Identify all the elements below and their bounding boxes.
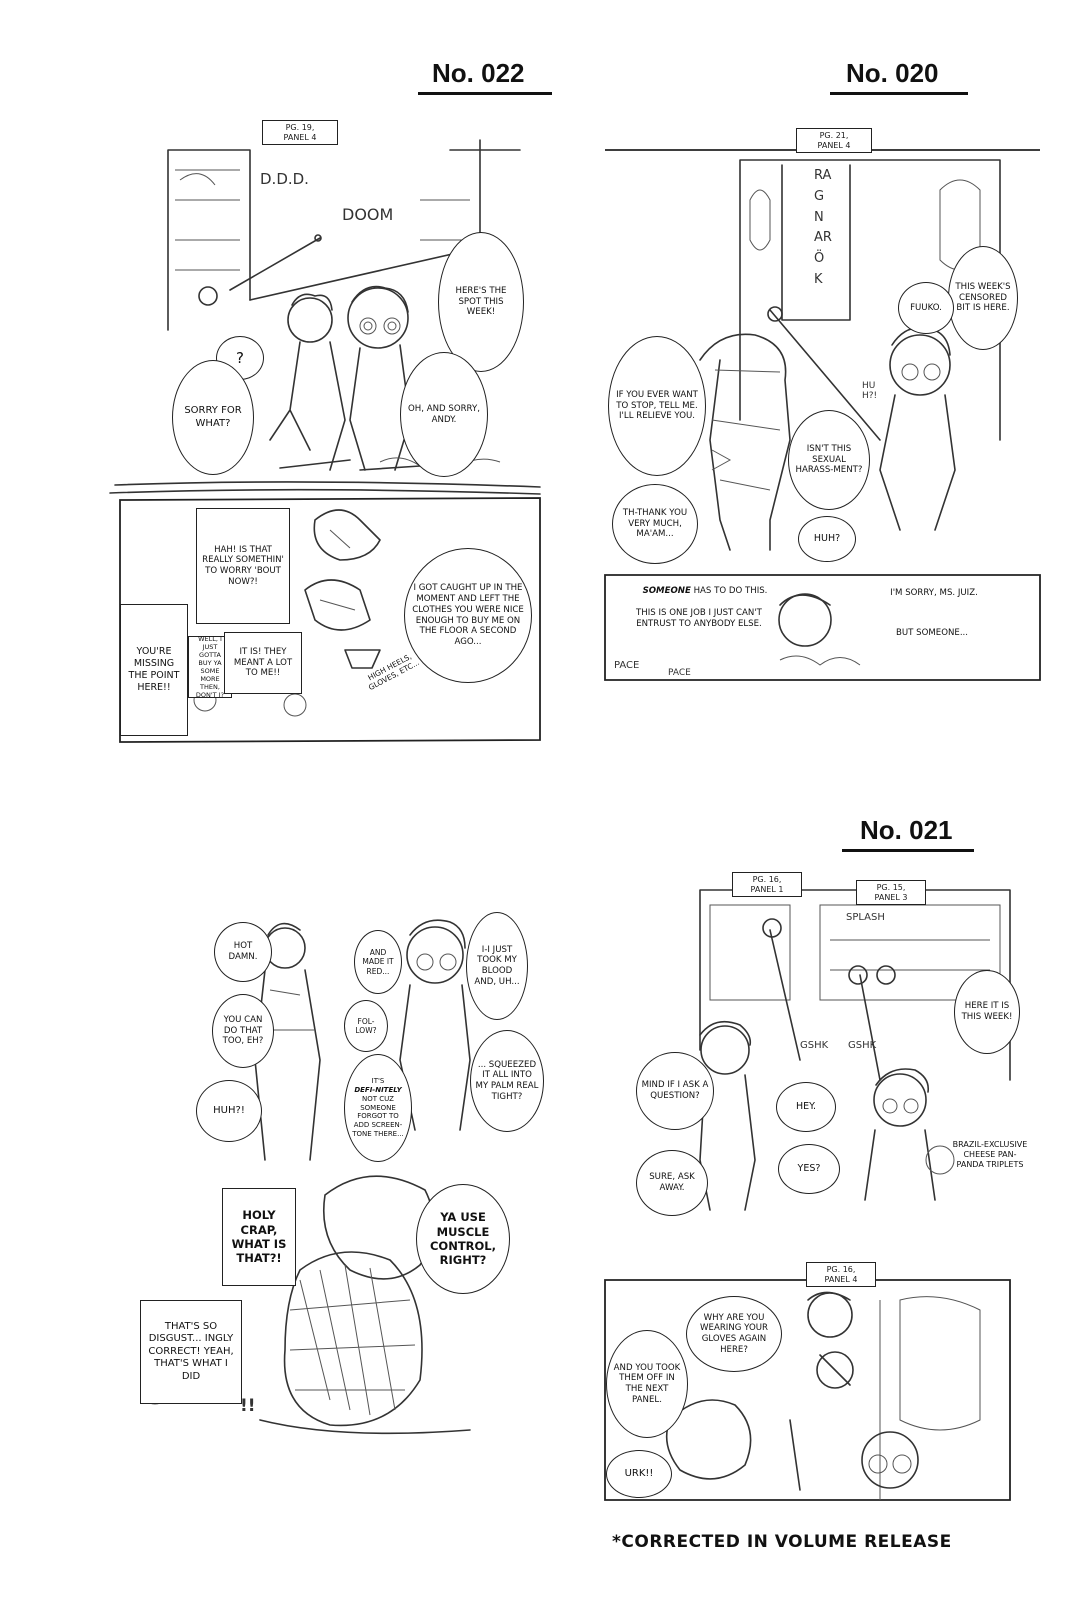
header-no-021: No. 021 — [860, 815, 953, 845]
bubble-hot-damn: HOT DAMN. — [214, 922, 272, 982]
sfx-doom: DOOM — [342, 205, 394, 224]
bubble-urk: URK!! — [606, 1450, 672, 1498]
bubble-sorry-andy: OH, AND SORRY, ANDY. — [400, 352, 488, 477]
header-rule-021 — [842, 849, 974, 852]
text-someone-has-to: SOMEONE HAS TO DO THIS. — [640, 586, 770, 597]
bubble-spot-this-week: HERE'S THE SPOT THIS WEEK! — [438, 232, 524, 372]
text-someone-rest: HAS TO DO THIS. — [690, 586, 768, 596]
bubble-took-them-off: AND YOU TOOK THEM OFF IN THE NEXT PANEL. — [606, 1330, 688, 1438]
footer-corrected-note: *CORRECTED IN VOLUME RELEASE — [612, 1532, 952, 1552]
text-one-job: THIS IS ONE JOB I JUST CAN'T ENTRUST TO … — [636, 608, 762, 629]
box-missing-point: YOU'RE MISSING THE POINT HERE!! — [120, 604, 188, 736]
bubble-follow: FOL-LOW? — [344, 1000, 388, 1052]
bubble-censored-bit: THIS WEEK'S CENSORED BIT IS HERE. — [948, 246, 1018, 350]
page-tag-020: PG. 21, PANEL 4 — [796, 128, 872, 154]
bubble-sure-ask-away: SURE, ASK AWAY. — [636, 1150, 708, 1216]
bubble-made-it-red: AND MADE IT RED... — [354, 930, 402, 994]
text-holy-crap: HOLY CRAP, WHAT IS THAT?! — [231, 1208, 287, 1266]
bubble-sorry-for-what: SORRY FOR WHAT? — [172, 360, 254, 475]
sfx-pace-2: PACE — [668, 668, 691, 678]
bubble-took-blood: I-I JUST TOOK MY BLOOD AND, UH... — [466, 912, 528, 1020]
text-disgustingly-correct: THAT'S SO DISGUST... INGLY CORRECT! YEAH… — [148, 1320, 234, 1382]
bubble-muscle-control: YA USE MUSCLE CONTROL, RIGHT? — [416, 1184, 510, 1294]
sfx-gshk-2: GSHK — [848, 1040, 877, 1051]
bubble-fuuko: FUUKO. — [898, 282, 954, 334]
header-rule-020 — [830, 92, 968, 95]
page-tag-022: PG. 19, PANEL 4 — [262, 120, 338, 146]
sfx-ddd: D.D.D. — [260, 170, 309, 188]
text-its: IT'S — [371, 1077, 385, 1086]
sfx-huh-vertical: HUH?! — [862, 381, 878, 401]
box-hah-worry: HAH! IS THAT REALLY SOMETHIN' TO WORRY '… — [196, 508, 290, 624]
sfx-gshk-1: GSHK — [800, 1040, 829, 1051]
sfx-exclaim: !! — [240, 1396, 256, 1416]
bubble-squeezed: ... SQUEEZED IT ALL INTO MY PALM REAL TI… — [470, 1030, 544, 1132]
box-disgustingly-correct: THAT'S SO DISGUST... INGLY CORRECT! YEAH… — [140, 1300, 242, 1404]
page-tag-021-c: PG. 16, PANEL 4 — [806, 1262, 876, 1288]
bubble-hey: HEY. — [776, 1082, 836, 1132]
header-no-020: No. 020 — [846, 58, 939, 88]
box-it-is: IT IS! THEY MEANT A LOT TO ME!! — [224, 632, 302, 694]
text-sorry-ms-juiz: I'M SORRY, MS. JUIZ. — [890, 588, 978, 598]
box-holy-crap: HOLY CRAP, WHAT IS THAT?! — [222, 1188, 296, 1286]
text-someone-emphasis: SOMEONE — [642, 586, 691, 596]
page-tag-021-b: PG. 15, PANEL 3 — [856, 880, 926, 906]
header-no-022: No. 022 — [432, 58, 525, 88]
sfx-splash: SPLASH — [846, 912, 885, 923]
bubble-mind-if-i-ask: MIND IF I ASK A QUESTION? — [636, 1052, 714, 1130]
bubble-you-can-do-that: YOU CAN DO THAT TOO, EH? — [212, 994, 274, 1068]
panel-020-sketch — [604, 149, 1041, 681]
sfx-ragnarok: RAGNARÖK — [814, 168, 832, 287]
bubble-huh: HUH? — [798, 516, 856, 562]
bubble-thank-you: TH-THANK YOU VERY MUCH, MA'AM... — [612, 484, 698, 564]
bubble-harassment: ISN'T THIS SEXUAL HARASS-MENT? — [788, 410, 870, 510]
header-rule-022 — [418, 92, 552, 95]
text-but-someone: BUT SOMEONE... — [895, 628, 969, 638]
page-tag-021-a: PG. 16, PANEL 1 — [732, 872, 802, 898]
bubble-here-it-is: HERE IT IS THIS WEEK! — [954, 970, 1020, 1054]
panel-021-sketch — [604, 889, 1011, 1501]
text-definitely-rest: NOT CUZ SOMEONE FORGOT TO ADD SCREEN-TON… — [352, 1094, 404, 1138]
text-definitely-emphasis: DEFI-NITELY — [354, 1086, 402, 1095]
text-muscle-control: YA USE MUSCLE CONTROL, RIGHT? — [429, 1210, 496, 1268]
bubble-huh-left: HUH?! — [196, 1080, 262, 1142]
bubble-caught-up: I GOT CAUGHT UP IN THE MOMENT AND LEFT T… — [404, 548, 532, 683]
sfx-pace-1: PACE — [614, 660, 640, 671]
bubble-yes: YES? — [778, 1144, 840, 1194]
note-brazil-exclusive: BRAZIL-EXCLUSIVE CHEESE PAN-PANDA TRIPLE… — [952, 1140, 1028, 1169]
bubble-why-gloves: WHY ARE YOU WEARING YOUR GLOVES AGAIN HE… — [686, 1296, 782, 1372]
bubble-want-to-stop: IF YOU EVER WANT TO STOP, TELL ME. I'LL … — [608, 336, 706, 476]
